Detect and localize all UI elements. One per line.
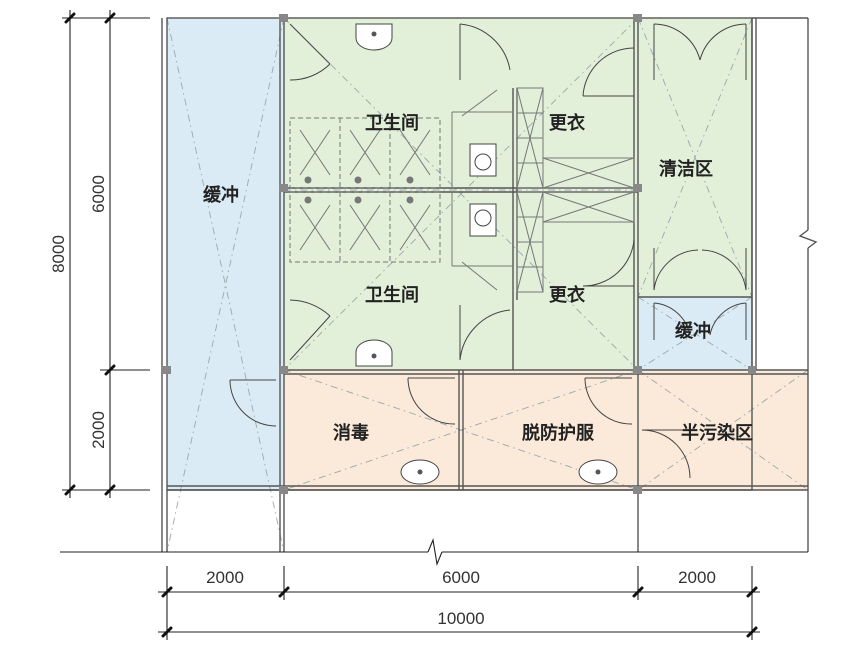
left-dimensions bbox=[62, 10, 150, 498]
room-label-disinfect: 消毒 bbox=[333, 422, 369, 444]
dim-bottom-total: 10000 bbox=[437, 609, 484, 628]
dim-bottom-left: 2000 bbox=[206, 568, 244, 587]
room-label-remove-ppe: 脱防护服 bbox=[522, 422, 595, 444]
sink-fixtures bbox=[355, 23, 618, 485]
toilet-fixtures bbox=[461, 89, 498, 291]
room-label-clean-zone: 清洁区 bbox=[659, 158, 713, 180]
room-label-toilet-top: 卫生间 bbox=[365, 112, 419, 134]
room-label-change-bottom: 更衣 bbox=[549, 284, 585, 306]
buffer-left-zone bbox=[167, 18, 284, 490]
room-label-buffer-left: 缓冲 bbox=[203, 184, 239, 206]
column-marks bbox=[163, 14, 756, 494]
semi-contaminated-zone bbox=[284, 370, 808, 490]
dim-bottom-middle: 6000 bbox=[442, 568, 480, 587]
dim-bottom-right: 2000 bbox=[678, 568, 716, 587]
space-diagonals bbox=[166, 17, 809, 553]
dim-left-upper: 6000 bbox=[89, 175, 108, 213]
room-label-change-top: 更衣 bbox=[549, 112, 585, 134]
doors bbox=[229, 23, 747, 479]
room-label-toilet-bottom: 卫生间 bbox=[365, 284, 419, 306]
lockers bbox=[516, 87, 635, 293]
dim-left-lower: 2000 bbox=[89, 411, 108, 449]
dim-left-total: 8000 bbox=[49, 235, 68, 273]
bottom-dimensions bbox=[158, 566, 760, 640]
room-label-semi-contaminated: 半污染区 bbox=[681, 422, 753, 444]
room-label-buffer-right: 缓冲 bbox=[675, 320, 711, 342]
shower-stalls bbox=[289, 117, 441, 263]
